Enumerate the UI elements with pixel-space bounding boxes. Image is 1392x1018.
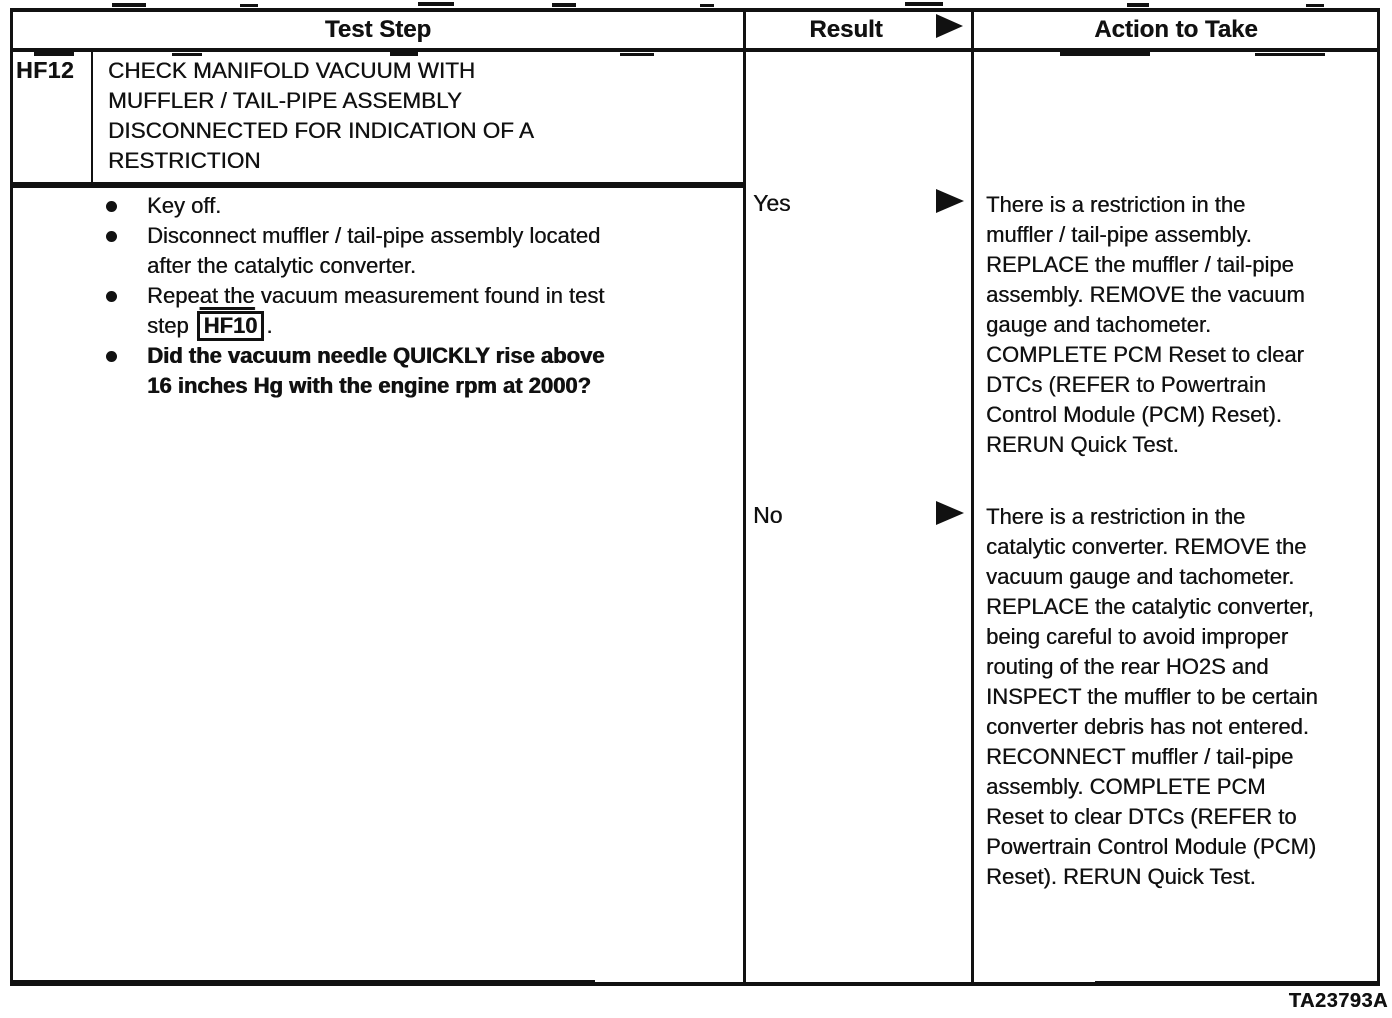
scan-artifact [240, 4, 258, 7]
question-line: 16 inches Hg with the engine rpm at 2000… [147, 373, 591, 398]
result-yes-label: Yes [753, 190, 791, 216]
scan-artifact [172, 53, 202, 56]
result-no-arrow-icon [936, 501, 964, 525]
table-border-right [1377, 8, 1380, 986]
procedure-text: Repeat the vacuum measurement found in t… [147, 281, 604, 341]
test-step-title-line: RESTRICTION [108, 148, 261, 173]
step-title-divider [10, 182, 746, 188]
result-yes-arrow-icon [936, 189, 964, 213]
scan-artifact [1306, 4, 1324, 7]
figure-code: TA23793A [1288, 990, 1388, 1012]
procedure-item: Repeat the vacuum measurement found in t… [98, 281, 738, 341]
procedure-text: Disconnect muffler / tail-pipe assembly … [147, 223, 601, 278]
scan-artifact [620, 53, 654, 56]
bullet-icon [106, 351, 117, 362]
column-divider-result [743, 8, 746, 986]
action-yes-text: There is a restriction in the muffler / … [986, 192, 1305, 457]
column-header-test-step: Test Step [324, 16, 432, 43]
procedure-item-question: Did the vacuum needle QUICKLY rise above… [98, 341, 738, 401]
result-no-label: No [753, 502, 783, 528]
procedure-text-segment: step [147, 313, 189, 338]
test-step-title-line: CHECK MANIFOLD VACUUM WITH [108, 58, 476, 83]
question-line: Did the vacuum needle QUICKLY rise above [147, 343, 605, 368]
procedure-text-segment: . [266, 313, 273, 338]
procedure-list: Key off. Disconnect muffler / tail-pipe … [98, 191, 738, 401]
scan-artifact [112, 3, 146, 7]
procedure-question-text: Did the vacuum needle QUICKLY rise above… [147, 341, 604, 401]
procedure-text-segment: vacuum measurement found in test [254, 283, 605, 308]
scan-artifact [905, 2, 943, 6]
procedure-text-segment: Repe [147, 283, 200, 308]
table-border-top [10, 8, 1380, 12]
column-header-action: Action to Take [1094, 16, 1258, 43]
test-step-title-line: DISCONNECTED FOR INDICATION OF A [108, 118, 534, 143]
bullet-icon [106, 201, 117, 212]
step-id-divider [91, 48, 93, 188]
bullet-icon [106, 231, 117, 242]
test-step-id: HF12 [16, 57, 75, 83]
result-header-arrow-icon [936, 14, 963, 38]
scan-artifact [552, 3, 576, 7]
scan-artifact [1255, 53, 1325, 56]
scan-artifact [390, 52, 418, 56]
test-step-title: CHECK MANIFOLD VACUUM WITH MUFFLER / TAI… [108, 56, 708, 176]
bullet-icon [106, 291, 117, 302]
scan-artifact [10, 980, 595, 986]
test-step-title-line: MUFFLER / TAIL-PIPE ASSEMBLY [108, 88, 462, 113]
table-border-bottom [10, 982, 1380, 986]
column-header-result: Result [809, 16, 883, 43]
procedure-item: Key off. [98, 191, 738, 221]
table-border-left [10, 8, 13, 986]
scan-artifact [1095, 981, 1380, 986]
test-step-ref-hf10: HF10 [196, 311, 265, 341]
scan-artifact [34, 52, 74, 56]
procedure-item: Disconnect muffler / tail-pipe assembly … [98, 221, 738, 281]
scan-artifact [700, 4, 714, 7]
procedure-text-underlined: at the [199, 283, 255, 308]
scan-artifact [1127, 3, 1149, 7]
header-divider [10, 48, 1380, 52]
action-no-text: There is a restriction in the catalytic … [986, 504, 1318, 889]
scan-artifact [418, 2, 454, 6]
scan-artifact [1060, 52, 1150, 56]
procedure-text: Key off. [147, 193, 222, 218]
column-divider-action [971, 8, 974, 986]
